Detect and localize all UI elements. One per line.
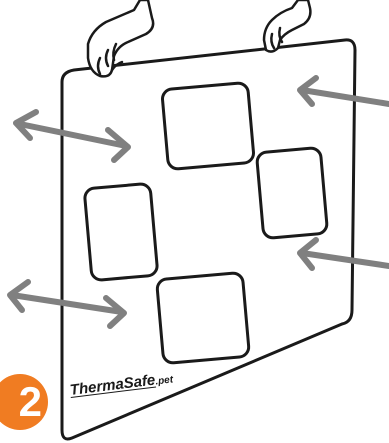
pad-cutout-top [161, 81, 255, 171]
pad-cutout-bottom [155, 271, 251, 365]
double-arrow-icon-bottom-left [7, 279, 127, 329]
pad-cutout-right [255, 146, 329, 240]
brand-suffix: .pet [154, 374, 174, 388]
pad-cutout-left [83, 182, 159, 282]
double-arrow-icon-bottom-right [297, 237, 389, 271]
double-arrow-icon-top-right [297, 75, 389, 107]
hand-grip-icon-left [86, 0, 155, 78]
double-arrow-icon-top-left [13, 109, 131, 163]
hand-grip-icon-right [262, 0, 312, 53]
step-number-badge: 2 [0, 374, 48, 430]
pad-board [60, 38, 357, 441]
